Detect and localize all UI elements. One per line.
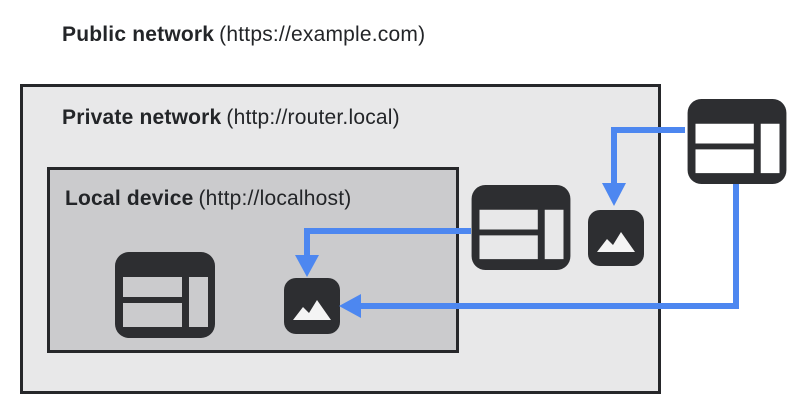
local-browser-window-icon [115, 252, 215, 338]
private-network-label-bold: Private network [62, 106, 222, 129]
public-network-title-url: (https://example.com) [219, 23, 426, 46]
local-device-label-url: (http://localhost) [198, 187, 352, 210]
local-device-label: Local device(http://localhost) [65, 187, 351, 211]
private-network-box: Private network(http://router.local) Loc… [20, 84, 661, 394]
local-image-icon [284, 278, 340, 334]
local-device-box: Local device(http://localhost) [47, 167, 459, 353]
public-network-title: Public network(https://example.com) [62, 23, 425, 47]
local-device-label-bold: Local device [65, 187, 194, 210]
mountain-glyph [293, 300, 331, 320]
private-network-label: Private network(http://router.local) [62, 106, 400, 130]
public-network-title-bold: Public network [62, 23, 215, 46]
private-image-icon [588, 210, 644, 266]
private-browser-window-icon [471, 185, 571, 270]
private-network-label-url: (http://router.local) [226, 106, 400, 129]
public-browser-window-icon [687, 99, 787, 184]
